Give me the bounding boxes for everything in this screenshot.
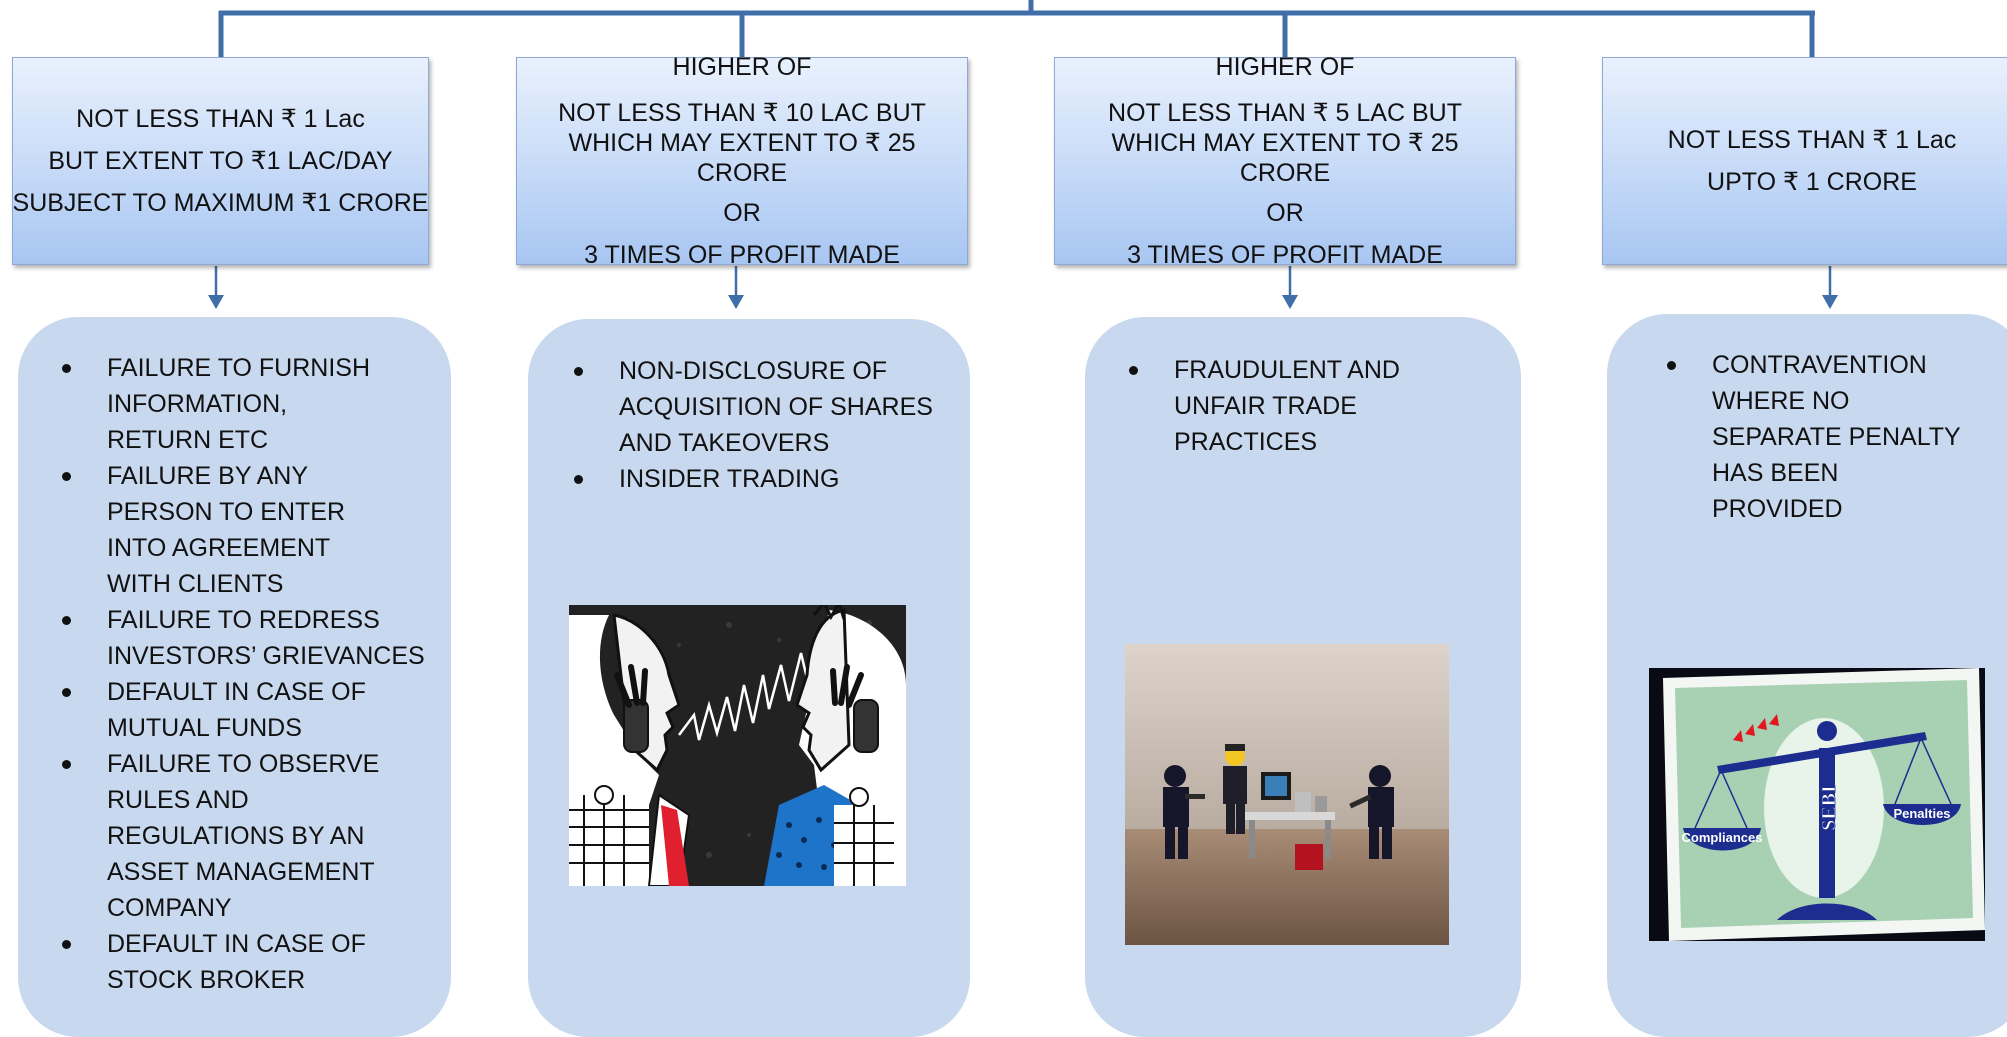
offence-list-1: FAILURE TO FURNISH INFORMATION, RETURN E… xyxy=(58,350,425,998)
arrow-3-head xyxy=(1282,295,1298,309)
penalty-box-3: HIGHER OF NOT LESS THAN ₹ 5 LAC BUT WHIC… xyxy=(1054,53,1516,269)
penalty-1-line-3: SUBJECT TO MAXIMUM ₹1 CRORE xyxy=(12,189,429,217)
arrow-2-head xyxy=(728,295,744,309)
list-item: FAILURE TO REDRESS INVESTORS’ GRIEVANCES xyxy=(58,602,438,674)
list-item: CONTRAVENTION WHERE NO SEPARATE PENALTY … xyxy=(1663,347,1963,527)
offence-panel-3: FRAUDULENT AND UNFAIR TRADE PRACTICES xyxy=(1085,317,1521,1037)
toy-figures-office-photo xyxy=(1125,644,1449,945)
penalty-2-first-option: NOT LESS THAN ₹ 10 LAC BUT WHICH MAY EXT… xyxy=(558,99,926,187)
penalty-4-line-2: UPTO ₹ 1 CRORE xyxy=(1707,168,1917,196)
compliance-scale-illustration: Compliances Penalties SEBI xyxy=(1649,668,1985,941)
penalty-4-line-1: NOT LESS THAN ₹ 1 Lac xyxy=(1667,126,1957,154)
offence-list-3: FRAUDULENT AND UNFAIR TRADE PRACTICES xyxy=(1125,352,1425,460)
penalty-3-heading: HIGHER OF xyxy=(1215,53,1355,81)
offence-list-4: CONTRAVENTION WHERE NO SEPARATE PENALTY … xyxy=(1663,347,1963,527)
sebi-logo: SEBI xyxy=(1818,785,1840,831)
list-item: FAILURE BY ANY PERSON TO ENTER INTO AGRE… xyxy=(58,458,398,602)
penalty-1-line-2: BUT EXTENT TO ₹1 LAC/DAY xyxy=(48,147,393,175)
penalty-3-first-option: NOT LESS THAN ₹ 5 LAC BUT WHICH MAY EXTE… xyxy=(1108,99,1462,187)
list-item: DEFAULT IN CASE OF MUTUAL FUNDS xyxy=(58,674,398,746)
penalty-3-second-option: 3 TIMES OF PROFIT MADE xyxy=(1127,241,1443,269)
list-item: FRAUDULENT AND UNFAIR TRADE PRACTICES xyxy=(1125,352,1425,460)
list-item: FAILURE TO FURNISH INFORMATION, RETURN E… xyxy=(58,350,398,458)
penalty-2-separator: OR xyxy=(723,199,761,227)
penalty-3-separator: OR xyxy=(1266,199,1304,227)
list-item: DEFAULT IN CASE OF STOCK BROKER xyxy=(58,926,398,998)
scale-right-label: Penalties xyxy=(1893,806,1950,821)
penalty-box-4: NOT LESS THAN ₹ 1 Lac UPTO ₹ 1 CRORE xyxy=(1602,57,2007,265)
penalty-1-line-1: NOT LESS THAN ₹ 1 Lac xyxy=(76,105,365,133)
offence-panel-1: FAILURE TO FURNISH INFORMATION, RETURN E… xyxy=(18,317,451,1037)
arrow-1-head xyxy=(208,295,224,309)
offence-panel-4: CONTRAVENTION WHERE NO SEPARATE PENALTY … xyxy=(1607,314,2007,1037)
list-item: NON-DISCLOSURE OF ACQUISITION OF SHARES … xyxy=(570,353,940,461)
offence-list-2: NON-DISCLOSURE OF ACQUISITION OF SHARES … xyxy=(570,353,940,497)
list-item: INSIDER TRADING xyxy=(570,461,940,497)
list-item: FAILURE TO OBSERVE RULES AND REGULATIONS… xyxy=(58,746,398,926)
offence-panel-2: NON-DISCLOSURE OF ACQUISITION OF SHARES … xyxy=(528,319,970,1037)
penalty-box-2: HIGHER OF NOT LESS THAN ₹ 10 LAC BUT WHI… xyxy=(516,53,968,269)
scale-left-label: Compliances xyxy=(1682,830,1763,845)
arrow-4-head xyxy=(1822,295,1838,309)
insider-trading-illustration xyxy=(569,605,906,886)
penalty-2-second-option: 3 TIMES OF PROFIT MADE xyxy=(584,241,900,269)
penalty-2-heading: HIGHER OF xyxy=(672,53,812,81)
penalty-box-1: NOT LESS THAN ₹ 1 Lac BUT EXTENT TO ₹1 L… xyxy=(12,57,429,265)
